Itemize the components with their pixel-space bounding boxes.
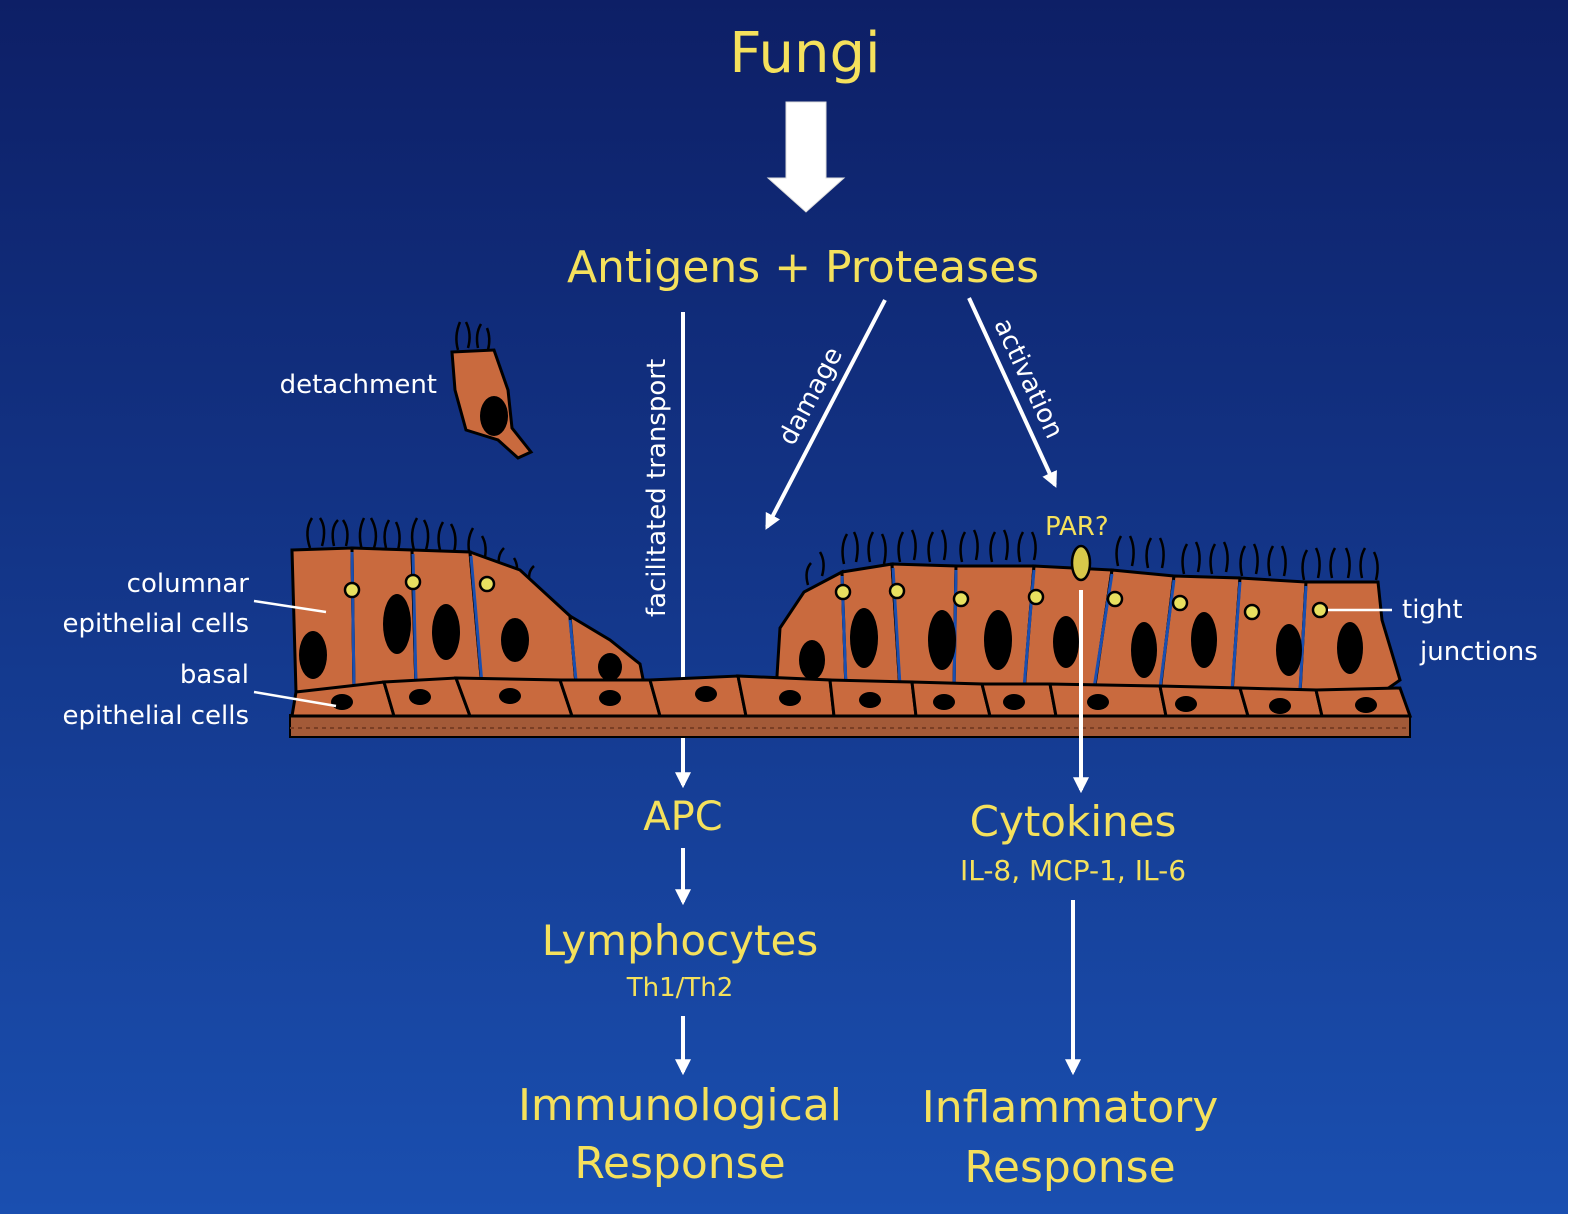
- apc-label: APC: [643, 794, 722, 840]
- basal-label-line2: epithelial cells: [62, 701, 249, 731]
- source-label: Antigens + Proteases: [567, 242, 1039, 293]
- cytokines-label: Cytokines: [970, 797, 1177, 846]
- inflam-response-line1: Inflammatory: [922, 1082, 1219, 1133]
- par-receptor: [1072, 546, 1090, 580]
- par-label: PAR?: [1045, 512, 1109, 542]
- detachment-label: detachment: [280, 370, 437, 400]
- immuno-response-line1: Immunological: [518, 1080, 842, 1131]
- lymphocytes-label: Lymphocytes: [542, 916, 818, 965]
- immuno-response-line2: Response: [574, 1138, 785, 1189]
- basement-membrane: [290, 715, 1410, 737]
- title-fungi: Fungi: [729, 21, 880, 86]
- transport-label: facilitated transport: [642, 359, 672, 617]
- columnar-label-line1: columnar: [127, 569, 250, 599]
- cytokines-sub: IL-8, MCP-1, IL-6: [960, 854, 1186, 887]
- tight-label-line2: junctions: [1419, 637, 1538, 667]
- lymphocytes-sub: Th1/Th2: [626, 973, 734, 1003]
- columnar-label-line2: epithelial cells: [62, 609, 249, 639]
- tight-label-line1: tight: [1402, 595, 1463, 625]
- basal-label-line1: basal: [180, 660, 249, 690]
- inflam-response-line2: Response: [964, 1142, 1175, 1193]
